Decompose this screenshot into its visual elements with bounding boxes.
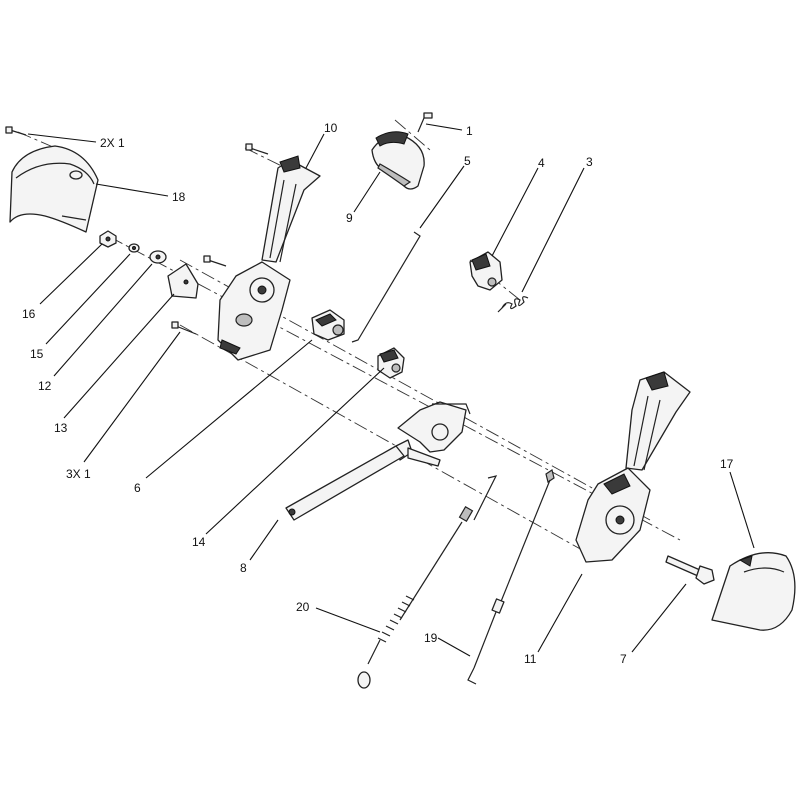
callout-9: 9 [346,211,353,225]
assembly-axes [17,119,681,561]
part-17-end-cap [711,552,796,631]
part-6-pivot-block [311,309,345,341]
callout-18: 18 [172,190,186,204]
callout-3x1: 3X 1 [66,467,91,481]
part-7-bolt [665,555,715,585]
callout-6: 6 [134,481,141,495]
callout-5: 5 [464,154,471,168]
callout-17: 17 [720,457,734,471]
callout-19: 19 [424,631,438,645]
part-10-left-lever [217,155,321,361]
part-20-cable-assembly [357,475,498,689]
callout-15: 15 [30,347,44,361]
part-5-rod [351,231,421,343]
callout-8: 8 [240,561,247,575]
callout-11: 11 [524,652,537,666]
part-16-nut [99,230,117,248]
part-14-pivot-block [377,347,405,379]
part-18-rear-cover [9,145,99,233]
leader-lines [27,123,755,657]
callout-20: 20 [296,600,310,614]
callout-4: 4 [538,156,545,170]
callout-13: 13 [54,421,68,435]
callout-3: 3 [586,155,593,169]
callout-16: 16 [22,307,36,321]
part-4-latch [469,251,503,291]
part-8-shift-arm [285,401,471,521]
part-3-spring [497,296,529,313]
callout-12: 12 [38,379,52,393]
part-1-screw-pair [5,126,27,136]
callout-2x1: 2X 1 [100,136,125,150]
part-12-washer [149,250,167,264]
callout-1: 1 [466,124,473,138]
part-13-plate [167,263,199,299]
part-15-washer [128,243,140,253]
part-11-right-lever [575,371,691,563]
callout-10: 10 [324,121,338,135]
part-1-screws [171,112,433,335]
callout-7: 7 [620,652,627,666]
part-9-knob [371,131,425,190]
part-19-cable [467,469,555,685]
callout-labels: 2X 1 18 10 1 5 4 3 9 16 15 12 13 3X 1 6 … [22,121,734,666]
callout-14: 14 [192,535,206,549]
